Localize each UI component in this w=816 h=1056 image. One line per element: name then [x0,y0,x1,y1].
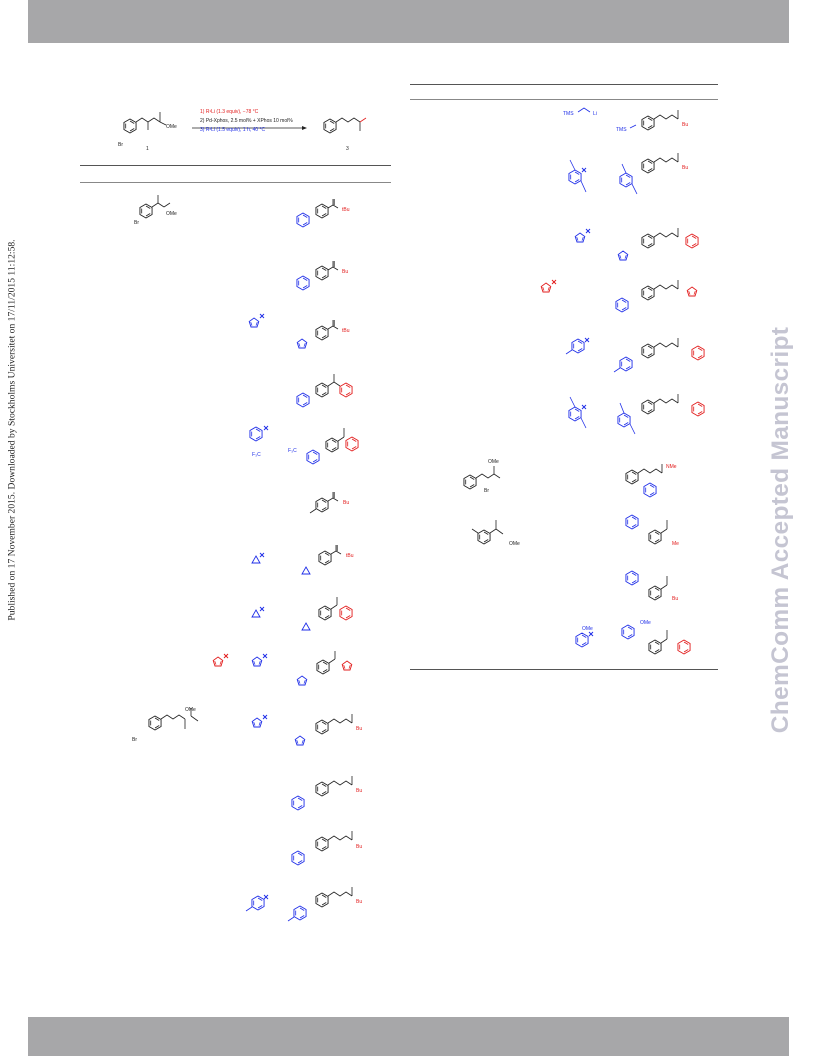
svg-text:TMS: TMS [616,127,627,133]
svg-text:Bu: Bu [682,122,688,128]
svg-text:OMe: OMe [185,707,196,713]
svg-text:tBu: tBu [342,207,350,213]
svg-text:Br: Br [134,220,139,226]
svg-text:F₃C: F₃C [288,448,297,454]
svg-text:NMe: NMe [666,464,677,470]
svg-text:OMe: OMe [166,211,177,217]
svg-text:Bu: Bu [682,165,688,171]
svg-text:Li: Li [593,111,597,117]
svg-text:Bu: Bu [356,844,362,850]
svg-text:OMe: OMe [509,541,520,547]
right-table-bottom-rule [410,669,718,670]
left-column-entries: Br OMe tBu Bu tBu F₃C F₃C [132,195,362,922]
svg-text:Bu: Bu [356,726,362,732]
condition-1: 1) R¹Li (1.3 equiv), −78 °C [200,109,259,115]
reaction-scheme: OMe Br 1 1) R¹Li (1.3 equiv), −78 °C 2) … [118,109,367,152]
svg-text:Br: Br [118,142,123,148]
condition-2: 2) Pd-Xphos, 2.5 mol% + XPhos 10 mol% [200,118,293,124]
svg-text:Bu: Bu [356,788,362,794]
svg-text:Br: Br [484,488,489,494]
svg-text:1: 1 [146,146,149,152]
svg-text:Bu: Bu [343,500,349,506]
svg-text:tBu: tBu [342,328,350,334]
svg-text:3: 3 [346,146,349,152]
condition-3: 3) R²Li (1.5 equiv), 1 h, 40 °C [200,127,265,133]
svg-text:Bu: Bu [342,269,348,275]
svg-text:tBu: tBu [346,553,354,559]
svg-text:OMe: OMe [640,620,651,626]
svg-text:TMS: TMS [563,111,574,117]
left-table-top-rule [80,165,391,166]
svg-text:F₃C: F₃C [252,452,261,458]
svg-text:OMe: OMe [582,626,593,632]
left-table-header-rule [80,182,391,183]
svg-text:OMe: OMe [166,124,177,130]
header-bar [28,0,789,43]
svg-text:Me: Me [672,541,679,547]
right-column-entries: TMS Li TMS Bu Bu [463,107,705,655]
right-table-top-rule [410,84,718,85]
footer-bar [28,1017,789,1056]
svg-text:Br: Br [132,737,137,743]
svg-text:OMe: OMe [488,459,499,465]
svg-text:Bu: Bu [672,596,678,602]
svg-text:Bu: Bu [356,899,362,905]
right-table-header-rule [410,99,718,100]
